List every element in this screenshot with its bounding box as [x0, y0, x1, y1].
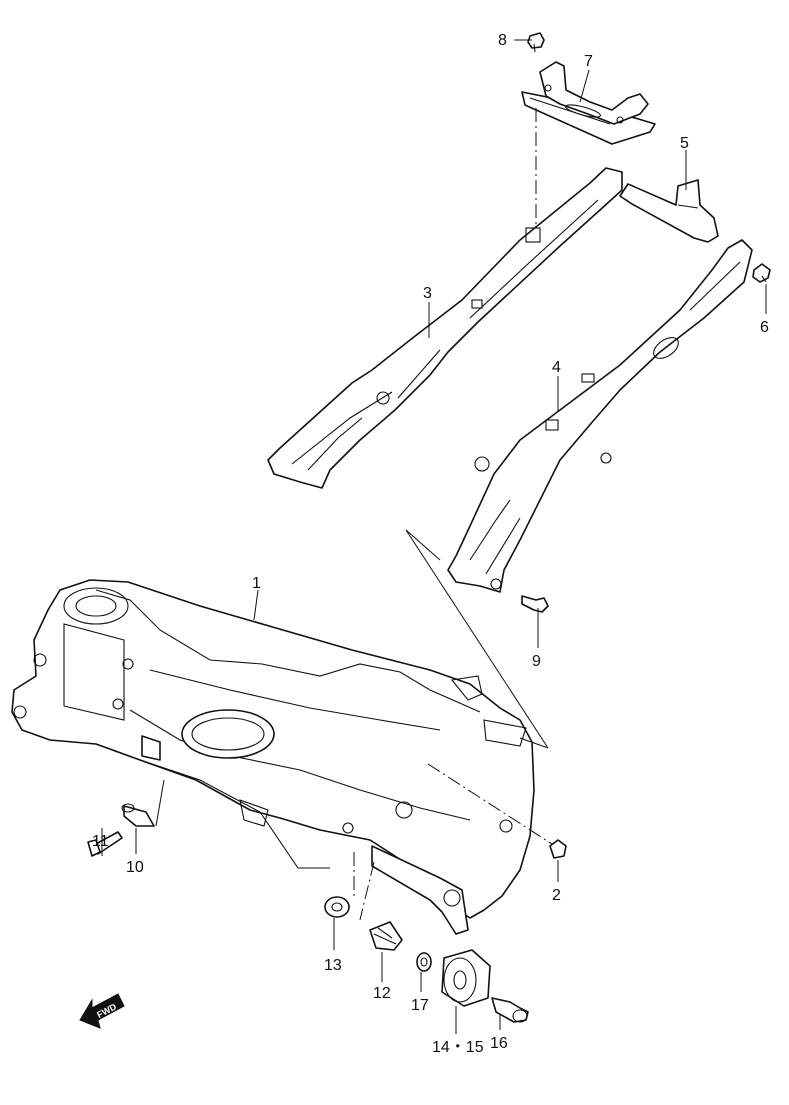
label-part-1: 1	[252, 575, 261, 592]
bolt-part-9	[521, 595, 549, 613]
seat-rail-right-part-4	[447, 239, 753, 593]
label-part-9: 9	[532, 653, 541, 670]
bushing-part-14-15	[441, 949, 491, 1007]
leader-lines	[101, 39, 767, 1034]
label-part-14-15: 14・15	[432, 1039, 484, 1056]
label-part-12: 12	[373, 985, 391, 1002]
label-part-5: 5	[680, 135, 689, 152]
bolt-part-16	[491, 997, 529, 1023]
washer-part-17	[416, 952, 432, 972]
main-frame-part-1	[11, 579, 535, 935]
spacer-part-10	[121, 803, 155, 827]
label-part-8: 8	[498, 32, 507, 49]
bolt-part-11	[87, 831, 123, 857]
label-part-4: 4	[552, 359, 561, 376]
fwd-arrow-icon: FWD	[79, 993, 125, 1029]
cross-brace-part-5	[619, 179, 719, 243]
label-part-7: 7	[584, 53, 593, 70]
alignment-lines	[353, 108, 553, 921]
seat-rail-left-part-3	[267, 167, 623, 489]
bracket-plate-part-7	[521, 61, 656, 145]
washer-part-13	[324, 896, 350, 918]
label-part-17: 17	[411, 997, 429, 1014]
label-part-2: 2	[552, 887, 561, 904]
section-pointer	[405, 529, 549, 749]
bolt-part-6	[752, 263, 771, 283]
label-part-3: 3	[423, 285, 432, 302]
label-part-13: 13	[324, 957, 342, 974]
label-part-16: 16	[490, 1035, 508, 1052]
label-part-11: 11	[92, 833, 109, 850]
label-part-6: 6	[760, 319, 769, 336]
bolt-part-8	[527, 32, 545, 53]
cap-part-2	[549, 839, 567, 859]
adjuster-part-12	[369, 921, 403, 951]
label-part-10: 10	[126, 859, 144, 876]
part-labels: 8 7 5 3 6 4 1 9 11 10 2 13 12 17 14・15 1…	[92, 32, 769, 1056]
